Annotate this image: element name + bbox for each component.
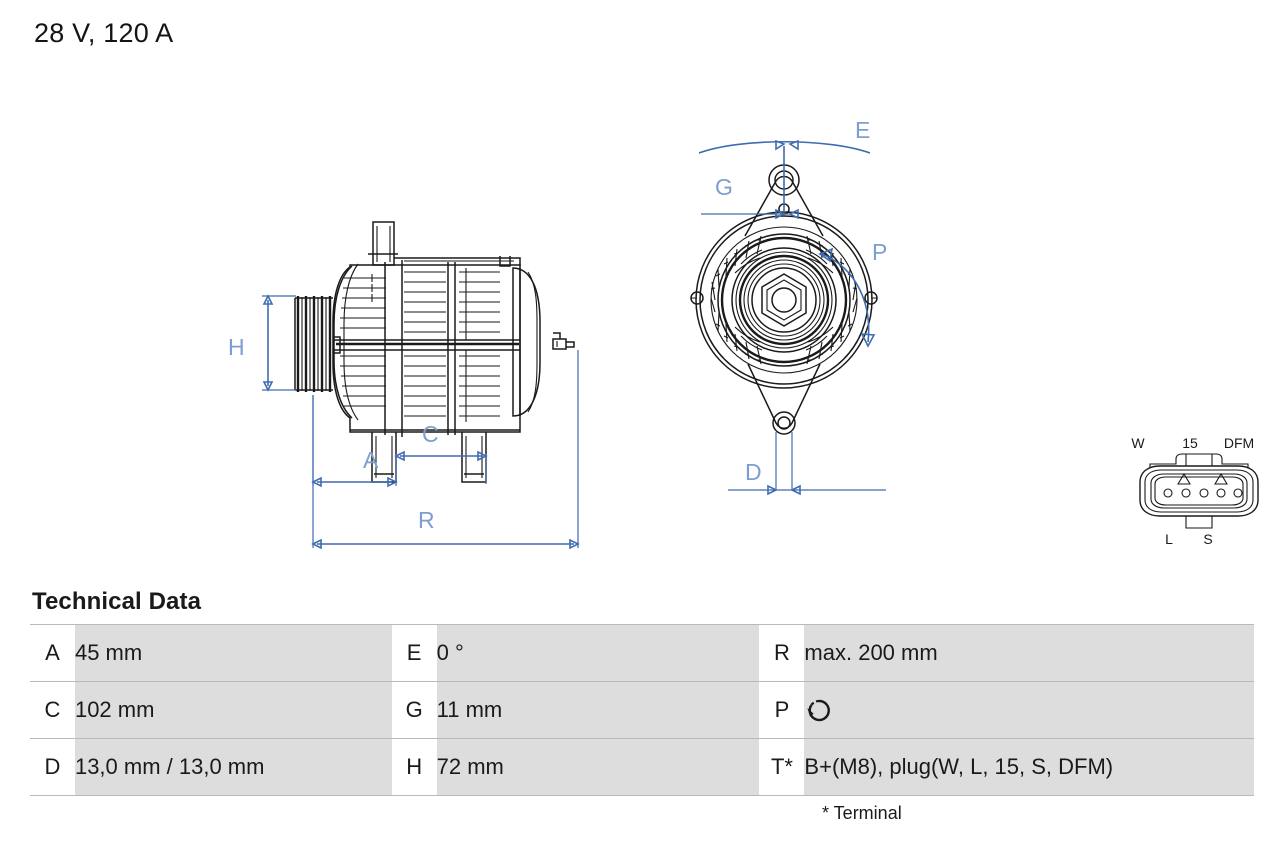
connector-label-dfm: DFM [1224, 435, 1254, 451]
dimension-label-h: H [228, 334, 245, 360]
row-value-r: max. 200 mm [804, 624, 1254, 682]
dimension-label-d: D [745, 459, 762, 485]
connector-label-15: 15 [1182, 435, 1198, 451]
terminal-footnote: * Terminal [822, 803, 902, 823]
connector-label-s: S [1203, 531, 1212, 547]
row-key-g: G [391, 681, 437, 739]
row-key-p: P [759, 681, 805, 739]
technical-data-section: Technical Data A 45 mm E 0 ° R max. 200 … [30, 588, 1254, 796]
row-key-t: T* [759, 738, 805, 796]
row-value-e: 0 ° [436, 624, 760, 682]
technical-data-heading: Technical Data [32, 588, 202, 615]
table-row: A 45 mm E 0 ° R max. 200 mm [30, 624, 1254, 682]
row-key-h: H [391, 738, 437, 796]
row-value-t: B+(M8), plug(W, L, 15, S, DFM) [804, 738, 1254, 796]
dimension-h: H [228, 294, 296, 392]
alternator-front-view: E G P D [690, 117, 887, 496]
row-value-h: 72 mm [436, 738, 760, 796]
row-key-e: E [391, 624, 437, 682]
technical-drawing-area: H A C R [0, 50, 1280, 580]
row-key-r: R [759, 624, 805, 682]
dimension-d: D [728, 432, 886, 496]
dimension-label-e: E [855, 117, 870, 143]
row-value-g: 11 mm [436, 681, 760, 739]
dimension-label-a: A [363, 447, 379, 473]
dimension-label-c: C [422, 421, 439, 447]
table-row: D 13,0 mm / 13,0 mm H 72 mm T* B+(M8), p… [30, 738, 1254, 796]
alternator-side-view: H A C R [228, 221, 580, 550]
connector-label-w: W [1131, 435, 1145, 451]
plug-connector-detail: W 15 DFM L S [1131, 435, 1259, 547]
row-key-a: A [30, 624, 75, 682]
row-value-p [804, 681, 1254, 739]
table-row: C 102 mm G 11 mm P [30, 681, 1254, 739]
row-key-c: C [30, 681, 75, 739]
dimension-a: A [311, 395, 398, 488]
dimension-r: R [311, 350, 580, 550]
rotation-direction-p: P [818, 239, 887, 348]
row-key-d: D [30, 738, 75, 796]
technical-data-table: A 45 mm E 0 ° R max. 200 mm C 102 mm G 1… [30, 624, 1254, 796]
row-value-d: 13,0 mm / 13,0 mm [74, 738, 392, 796]
dimension-c: C [394, 421, 488, 484]
page-title: 28 V, 120 A [34, 18, 174, 48]
dimension-label-p: P [872, 239, 887, 265]
dimension-g: G [701, 146, 799, 220]
counter-clockwise-rotation-icon [804, 698, 834, 724]
dimension-e: E [698, 117, 870, 154]
row-value-c: 102 mm [74, 681, 392, 739]
row-value-a: 45 mm [74, 624, 392, 682]
dimension-label-g: G [715, 174, 733, 200]
dimension-label-r: R [418, 507, 435, 533]
connector-label-l: L [1165, 531, 1173, 547]
